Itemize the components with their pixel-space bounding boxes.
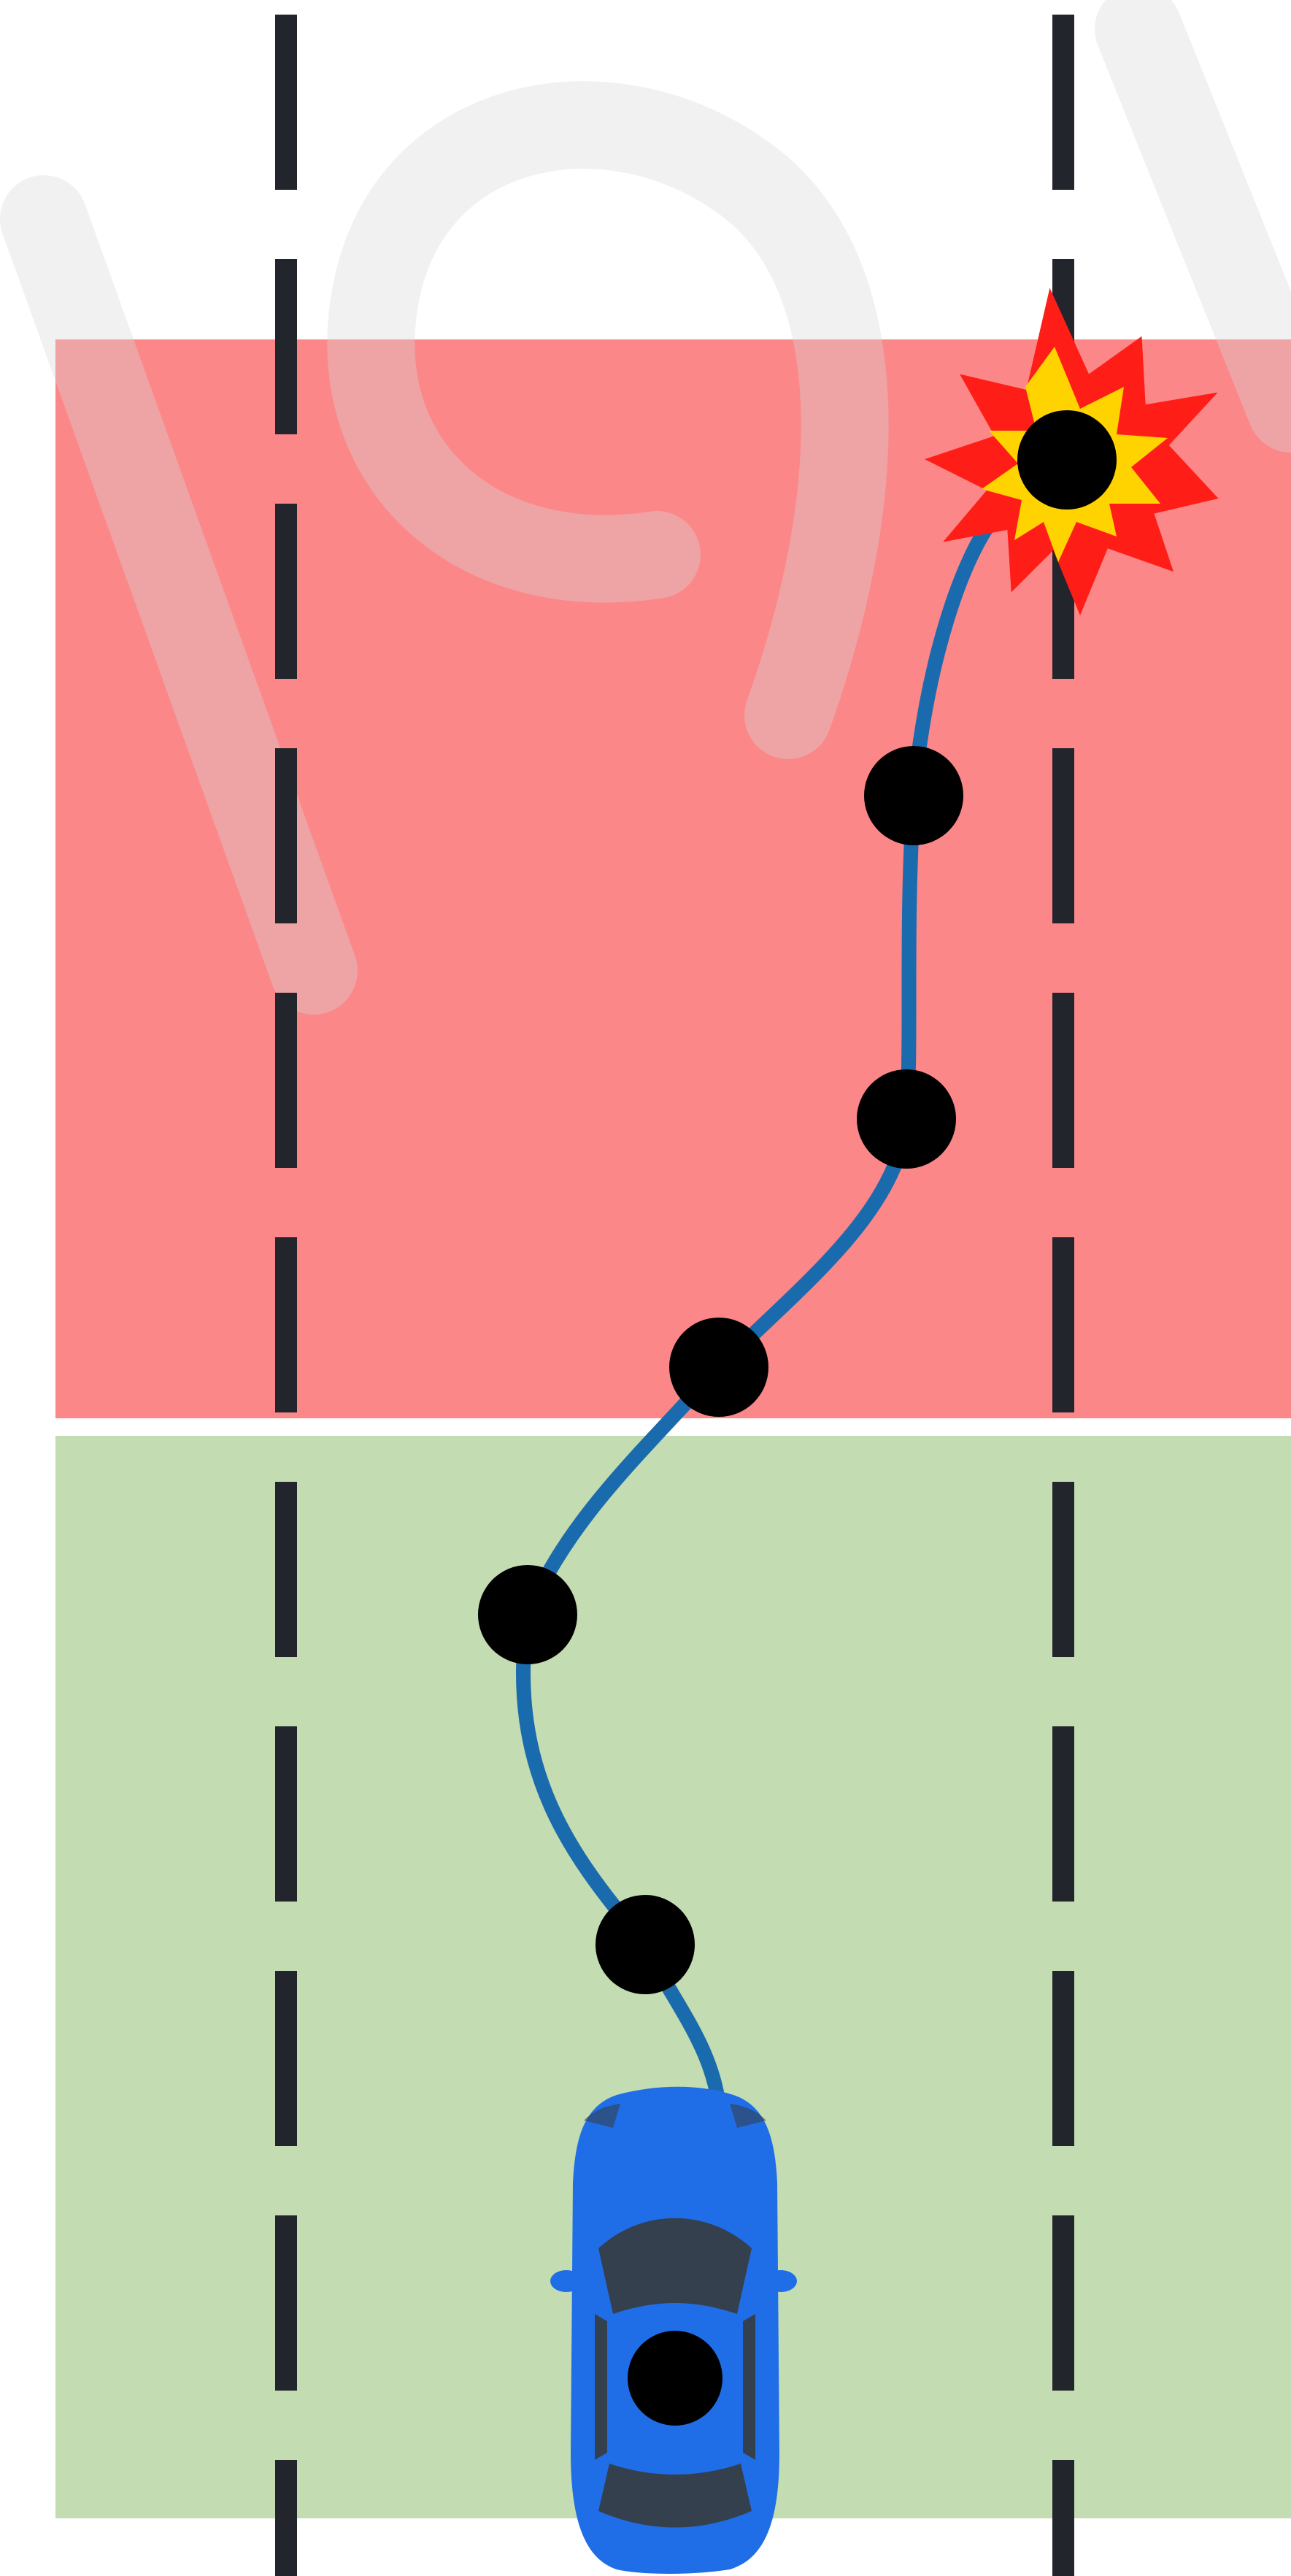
waypoint-5 — [864, 746, 963, 845]
waypoint-vehicle — [628, 2331, 722, 2426]
car-icon — [550, 2087, 797, 2574]
waypoint-1 — [596, 1895, 695, 1994]
waypoint-3 — [669, 1318, 768, 1417]
waypoint-4 — [857, 1069, 956, 1169]
waypoint-2 — [478, 1565, 577, 1664]
waypoint-collision — [1017, 410, 1117, 510]
